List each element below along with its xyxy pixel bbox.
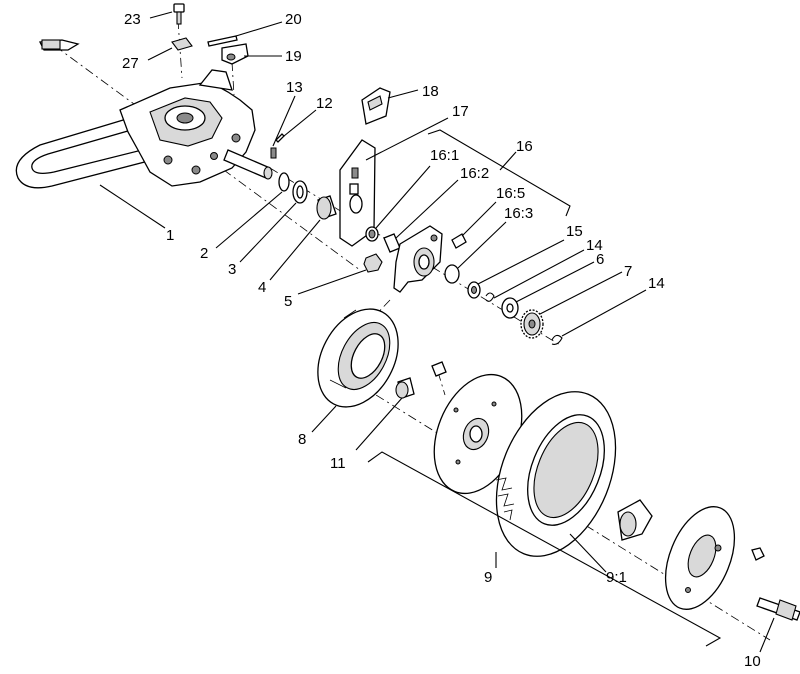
callout-13: 13 (286, 79, 303, 96)
part-5-nut: 5 (284, 253, 383, 310)
callout-19: 19 (285, 48, 302, 65)
part-16-group-bracket: 16 (427, 129, 571, 217)
part-15-washer: 15 (467, 223, 583, 299)
part-23-bolt: 23 (124, 3, 185, 28)
part-14-clip-upper: 14 (485, 237, 603, 302)
part-17-bracket-plate: 17 (339, 103, 469, 247)
part-12-pin: 12 (275, 95, 333, 143)
part-11-bushing: 11 (330, 377, 415, 472)
part-2-retaining-ring: 2 (200, 172, 290, 262)
callout-6: 6 (596, 251, 604, 268)
part-18-cover: 18 (361, 83, 439, 125)
part-7-gear: 7 (520, 263, 632, 339)
callout-16: 16 (516, 138, 533, 155)
callout-5: 5 (284, 293, 292, 310)
callout-27: 27 (122, 55, 139, 72)
part-6-washer: 6 (501, 251, 604, 319)
part-16-1-bearing: 16:1 (365, 147, 459, 242)
callout-14b: 14 (648, 275, 665, 292)
part-16-5-stud: 16:5 (451, 185, 525, 249)
part-9-wheel-assembly: 9 9:1 (367, 361, 765, 647)
part-16-3-washer: 16:3 (444, 205, 533, 284)
part-16-housing (393, 225, 443, 293)
callout-23: 23 (124, 11, 141, 28)
callout-7: 7 (624, 263, 632, 280)
callout-17: 17 (452, 103, 469, 120)
part-10-axle-bolt: 10 (744, 597, 800, 670)
part-20-pin: 20 (207, 11, 302, 47)
callout-8: 8 (298, 431, 306, 448)
callout-15: 15 (566, 223, 583, 240)
part-27-lock-plate: 27 (122, 37, 193, 72)
callout-9: 9 (484, 569, 492, 586)
callout-9-1: 9:1 (606, 569, 627, 586)
part-16-2-spacer: 16:2 (383, 165, 489, 253)
part-1-transmission-housing: 1 (15, 39, 273, 244)
callout-12: 12 (316, 95, 333, 112)
callout-16-2: 16:2 (460, 165, 489, 182)
part-4-bushing: 4 (258, 195, 337, 296)
part-14-clip-lower: 14 (551, 275, 665, 345)
part-19-lever: 19 (221, 43, 302, 65)
callout-4: 4 (258, 279, 266, 296)
part-8-wheel-cover: 8 (298, 308, 399, 448)
callout-18: 18 (422, 83, 439, 100)
callout-3: 3 (228, 261, 236, 278)
part-3-washer: 3 (228, 180, 308, 278)
callout-20: 20 (285, 11, 302, 28)
callout-10: 10 (744, 653, 761, 670)
callout-2: 2 (200, 245, 208, 262)
part-13-key: 13 (270, 79, 303, 159)
callout-14a: 14 (586, 237, 603, 254)
callout-1: 1 (166, 227, 174, 244)
callout-16-3: 16:3 (504, 205, 533, 222)
callout-11: 11 (330, 455, 346, 472)
callout-16-5: 16:5 (496, 185, 525, 202)
callout-16-1: 16:1 (430, 147, 459, 164)
